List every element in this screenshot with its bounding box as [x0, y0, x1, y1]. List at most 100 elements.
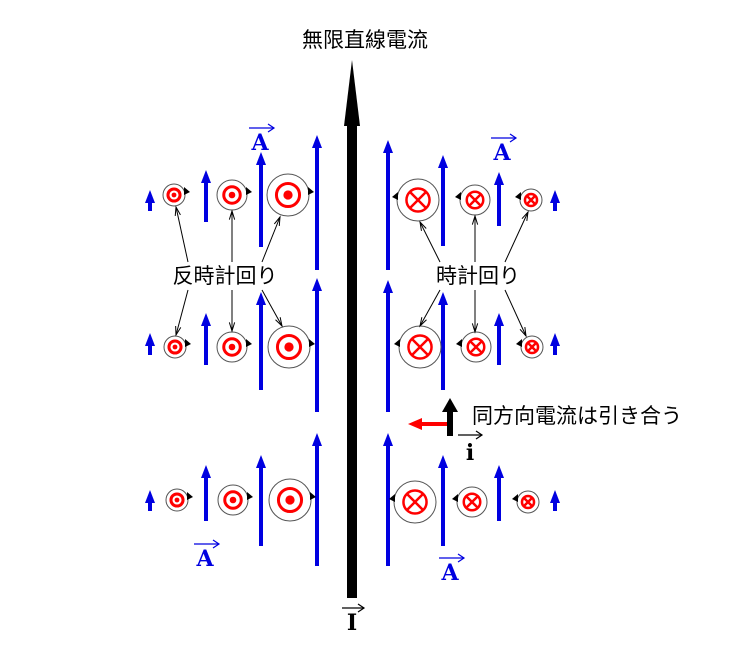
- field-loop: [460, 331, 492, 363]
- pointer-arrowhead: [273, 215, 281, 227]
- vector-potential-arrow-head: [312, 433, 322, 446]
- pointer-arrowhead: [174, 205, 181, 217]
- field-loop: [516, 490, 540, 514]
- vector-potential-arrow-head: [494, 313, 504, 326]
- vector-potential-arrow-head: [550, 333, 560, 346]
- rotation-arrowhead-icon: [389, 494, 395, 502]
- flux-out-ring: [223, 490, 243, 510]
- pointer-arrowhead: [471, 323, 479, 334]
- vector-potential-arrow-head: [494, 465, 504, 478]
- rotation-arrowhead-icon: [184, 187, 190, 195]
- label-clockwise: 時計回り: [436, 264, 520, 288]
- pointer-arrowhead: [419, 220, 427, 231]
- field-loop: [162, 183, 186, 207]
- rotation-arrowhead-icon: [515, 192, 521, 200]
- pointer-line: [175, 206, 189, 263]
- main-current-arrow-head: [344, 60, 360, 126]
- main-current-vector-arrow-head: [357, 603, 366, 613]
- flux-in-cross: [525, 194, 537, 206]
- vector-potential-arrow-head: [383, 433, 393, 446]
- vector-arrow-head: [509, 133, 518, 143]
- rotation-arrowhead-icon: [392, 192, 398, 200]
- pointer-arrowhead: [175, 325, 182, 337]
- flux-in-ring: [465, 190, 485, 210]
- flux-in-cross: [406, 493, 424, 511]
- label-counterclockwise: 反時計回り: [173, 264, 278, 288]
- vector-potential-arrow-head: [256, 152, 266, 165]
- label-vector-potential-2: A: [492, 140, 511, 166]
- field-loop: [396, 178, 440, 222]
- pointer-line: [504, 289, 527, 337]
- vector-potential-arrow-head: [201, 313, 211, 326]
- flux-out-ring: [167, 339, 183, 355]
- vector-arrow-head: [212, 539, 221, 549]
- rotation-arrowhead-icon: [456, 339, 462, 347]
- vector-potential-arrow-head: [312, 135, 322, 148]
- pointer-line: [175, 289, 189, 336]
- vector-potential-arrow-head: [383, 280, 393, 293]
- label-vector-potential-3: A: [195, 546, 214, 572]
- vector-potential-arrow-head: [312, 278, 322, 291]
- rotation-arrowhead-icon: [246, 339, 252, 347]
- flux-in-ring: [523, 192, 539, 208]
- vector-potential-arrow-head: [145, 190, 155, 203]
- rotation-arrowhead-icon: [246, 187, 252, 195]
- flux-in-ring: [402, 489, 428, 515]
- field-loop: [519, 188, 543, 212]
- flux-in-ring: [466, 337, 486, 357]
- flux-in-cross: [411, 338, 429, 356]
- field-loop: [217, 484, 249, 516]
- small-current-arrow-head: [442, 398, 458, 412]
- force-arrow-head: [408, 418, 422, 430]
- rotation-arrowhead-icon: [394, 339, 400, 347]
- flux-out-dot: [229, 496, 237, 504]
- flux-out-dot: [284, 342, 294, 352]
- field-loop: [267, 325, 311, 369]
- rotation-arrowhead-icon: [516, 339, 522, 347]
- flux-in-cross: [522, 496, 534, 508]
- field-loop: [266, 173, 310, 217]
- rotation-arrowhead-icon: [185, 339, 191, 347]
- pointer-line: [504, 211, 529, 263]
- rotation-arrowhead-icon: [309, 339, 315, 347]
- flux-out-dot: [174, 497, 180, 503]
- rotation-arrowhead-icon: [187, 492, 193, 500]
- flux-in-ring: [407, 334, 433, 360]
- flux-out-dot: [285, 495, 295, 505]
- pointer-line: [261, 289, 283, 327]
- vector-potential-arrow-head: [550, 190, 560, 203]
- pointer-arrowhead: [471, 214, 479, 225]
- flux-in-cross: [468, 193, 482, 207]
- vector-potential-arrow-head: [201, 465, 211, 478]
- flux-in-ring: [524, 339, 540, 355]
- flux-in-cross: [526, 341, 538, 353]
- flux-in-ring: [462, 492, 482, 512]
- flux-out-dot: [172, 344, 178, 350]
- vector-potential-arrow-head: [256, 292, 266, 305]
- flux-out-ring: [274, 181, 302, 209]
- vector-arrow-head: [457, 553, 466, 563]
- flux-out-ring: [222, 337, 242, 357]
- field-loop: [163, 335, 187, 359]
- flux-out-dot: [228, 191, 236, 199]
- rotation-arrowhead-icon: [452, 494, 458, 502]
- label-main-current: I: [347, 610, 357, 636]
- vector-potential-arrow-head: [383, 140, 393, 153]
- flux-in-cross: [409, 191, 427, 209]
- label-attract: 同方向電流は引き合う: [472, 404, 682, 428]
- rotation-arrowhead-icon: [308, 187, 314, 195]
- rotation-arrowhead-icon: [512, 494, 518, 502]
- flux-out-ring: [222, 185, 242, 205]
- label-small-current: i: [466, 440, 474, 466]
- label-vector-potential-4: A: [440, 560, 459, 586]
- pointer-arrowhead: [521, 210, 529, 221]
- flux-in-cross: [469, 340, 483, 354]
- rotation-arrowhead-icon: [310, 492, 316, 500]
- flux-out-dot: [283, 190, 293, 200]
- vector-potential-arrow-head: [550, 490, 560, 503]
- rotation-arrowhead-icon: [455, 192, 461, 200]
- small-current-vector-arrow-head: [475, 430, 484, 440]
- title: 無限直線電流: [302, 28, 428, 52]
